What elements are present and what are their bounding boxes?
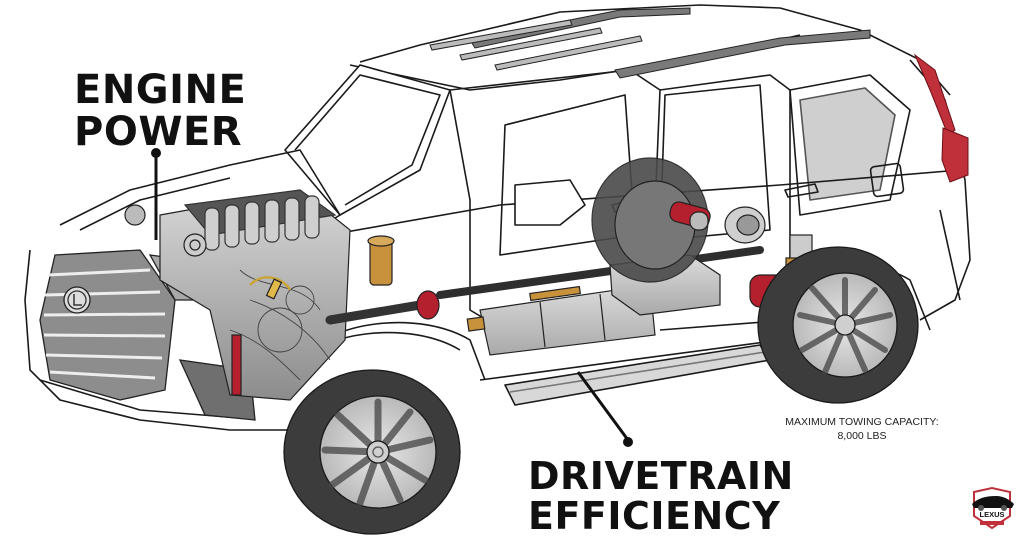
towing-capacity-note: MAXIMUM TOWING CAPACITY: 8,000 LBS xyxy=(757,415,967,443)
car-silhouette-shield-icon xyxy=(972,486,1014,530)
callout-leaders xyxy=(151,148,633,447)
towing-title: MAXIMUM TOWING CAPACITY: xyxy=(785,416,939,428)
lexus-emblem-icon xyxy=(67,290,87,310)
engine-block xyxy=(124,189,395,401)
drivetrain-efficiency-callout: DRIVETRAIN EFFICIENCY xyxy=(528,457,794,537)
lexus-logo-badge: LEXUS xyxy=(968,486,1016,530)
drivetrain-assembly xyxy=(325,246,764,356)
front-wheel xyxy=(283,369,461,535)
rear-hidden-wheel xyxy=(591,157,766,283)
engine-label-line-1: ENGINE xyxy=(74,67,247,113)
drivetrain-label-line-2: EFFICIENCY xyxy=(528,494,781,538)
drivetrain-label-line-1: DRIVETRAIN xyxy=(528,454,794,498)
towing-value: 8,000 LBS xyxy=(837,430,887,442)
taillights xyxy=(913,53,969,183)
rear-wheel xyxy=(757,246,919,404)
drivetrain-leader-line xyxy=(576,371,630,441)
body-outline xyxy=(24,4,971,431)
roof-rails xyxy=(429,7,871,79)
badge-text: LEXUS xyxy=(979,510,1005,519)
engine-power-callout: ENGINE POWER xyxy=(74,70,246,154)
engine-label-line-2: POWER xyxy=(74,109,243,155)
